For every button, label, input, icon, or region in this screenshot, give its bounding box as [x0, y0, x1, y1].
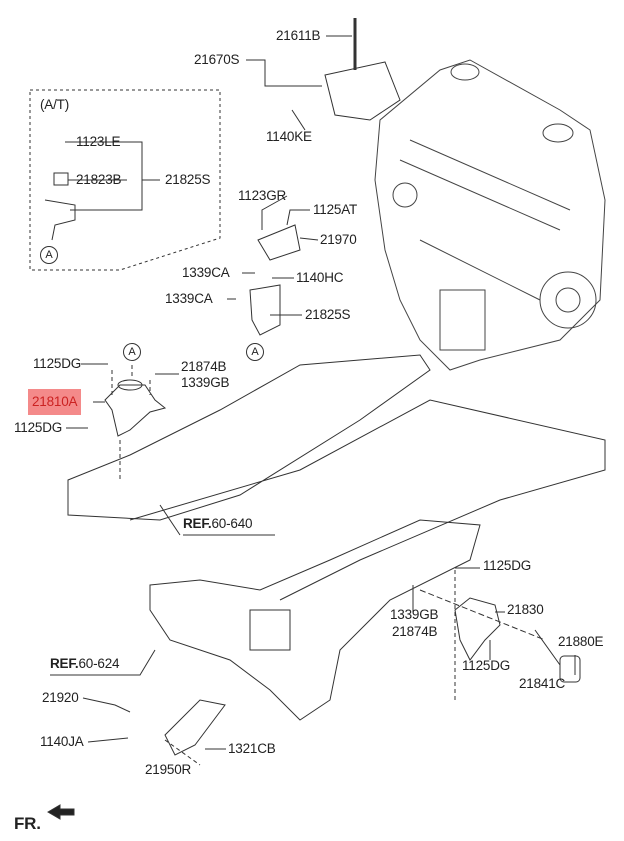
label-1123LE: 1123LE [76, 134, 121, 149]
label-21810A-highlighted[interactable]: 21810A [28, 389, 82, 415]
front-direction-label: FR. [14, 814, 41, 833]
label-1123GR: 1123GR [238, 188, 287, 203]
label-21920: 21920 [42, 690, 79, 705]
label-21970: 21970 [320, 232, 357, 247]
label-1339CA: 1339CA [182, 265, 230, 280]
label-21841C: 21841C [519, 676, 566, 691]
engine-block [374, 59, 606, 371]
at-group-label: (A/T) [40, 97, 69, 112]
callout-a-marker: A [123, 343, 141, 361]
label-1140KE: 1140KE [266, 129, 312, 144]
label-1339GB: 1339GB [390, 607, 439, 622]
label-1321CB: 1321CB [228, 741, 276, 756]
label-1339CA: 1339CA [165, 291, 213, 306]
label-1125DG: 1125DG [462, 658, 511, 673]
label-21874B: 21874B [181, 359, 227, 374]
label-21825S-at: 21825S [165, 172, 211, 187]
label-21825S: 21825S [305, 307, 351, 322]
ref-60-624[interactable]: REF.60-624 [50, 656, 120, 671]
label-21611B: 21611B [276, 28, 321, 43]
label-21823B: 21823B [76, 172, 122, 187]
front-arrow-icon [47, 804, 75, 820]
label-21670S: 21670S [194, 52, 240, 67]
label-1125DG: 1125DG [14, 420, 63, 435]
bracket-21670S [324, 61, 401, 121]
at-group-box [29, 89, 221, 271]
label-1125DG: 1125DG [33, 356, 82, 371]
label-1125DG: 1125DG [483, 558, 532, 573]
label-1140JA: 1140JA [40, 734, 84, 749]
label-1339GB: 1339GB [181, 375, 230, 390]
label-1140HC: 1140HC [296, 270, 344, 285]
ref-prefix: REF. [50, 656, 79, 671]
ref-prefix: REF. [183, 516, 212, 531]
label-21950R: 21950R [145, 762, 192, 777]
callout-a-marker: A [246, 343, 264, 361]
label-21880E: 21880E [558, 634, 604, 649]
label-1125AT: 1125AT [313, 202, 358, 217]
crossmember-60-624 [149, 519, 481, 721]
ref-60-640[interactable]: REF.60-640 [183, 516, 253, 531]
ref-number: 60-640 [211, 516, 253, 531]
callout-a-marker: A [40, 246, 58, 264]
subframe-60-640 [67, 354, 606, 601]
ref-number: 60-624 [78, 656, 120, 671]
label-21874B: 21874B [392, 624, 438, 639]
label-21830: 21830 [507, 602, 544, 617]
